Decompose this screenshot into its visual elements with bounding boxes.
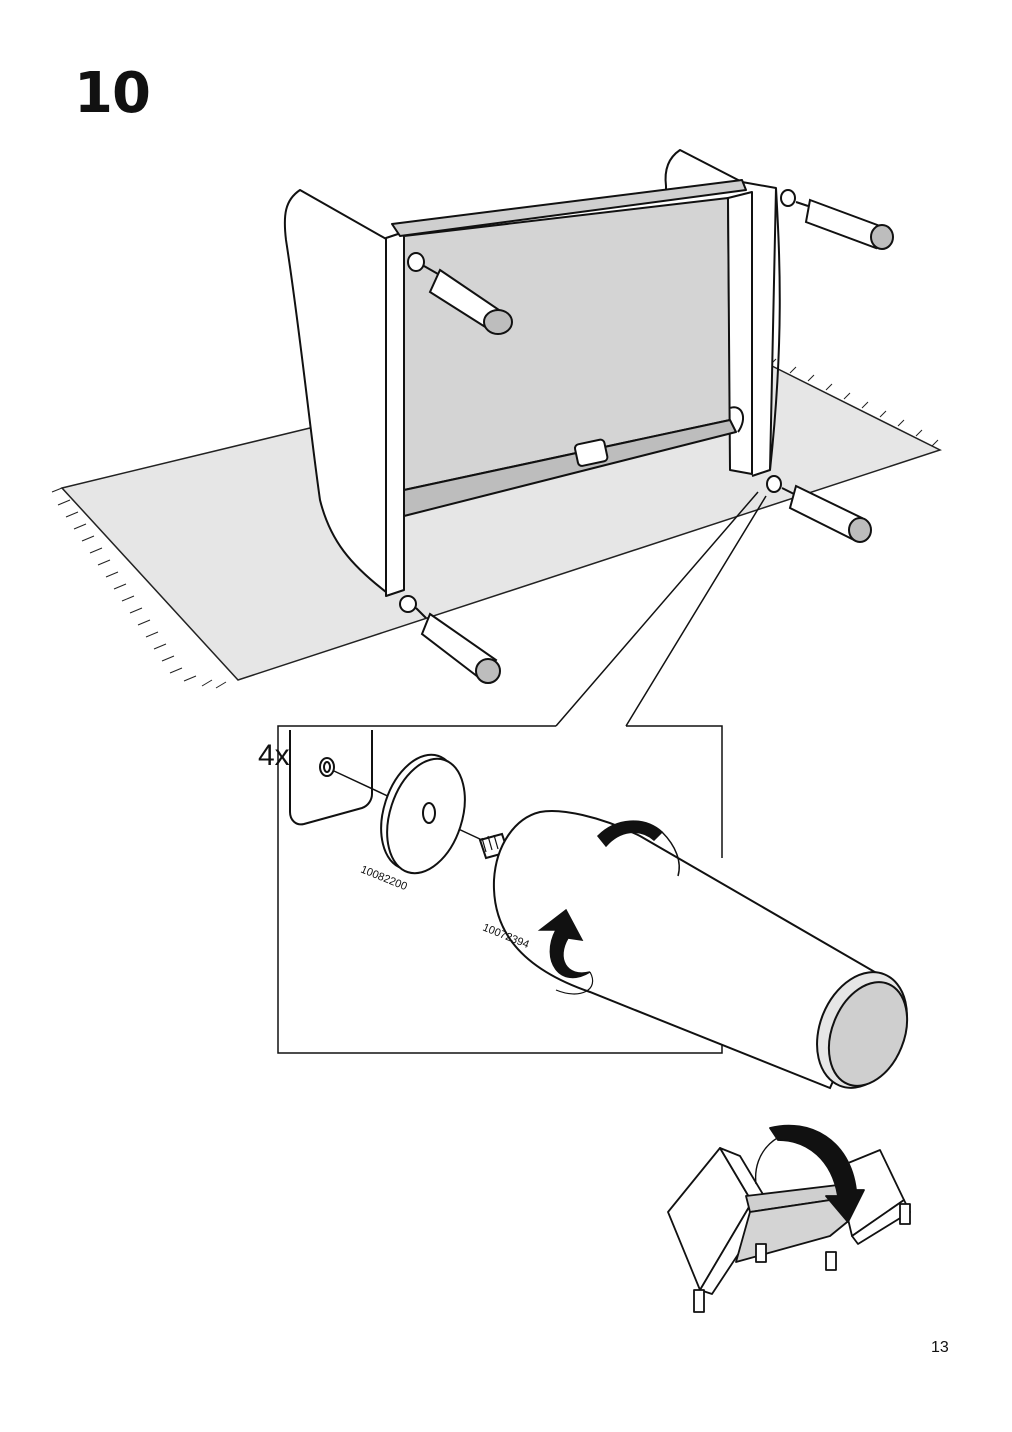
- flip-sofa-illustration: [667, 1124, 911, 1313]
- frame-corner: [289, 730, 373, 826]
- leg-bottom-left: [399, 595, 501, 684]
- step-number: 10: [74, 61, 151, 126]
- leg-detail: [478, 810, 909, 1090]
- leg-bottom-right: [766, 475, 872, 543]
- detail-box: [277, 725, 723, 1054]
- rotate-arrow-icon: [537, 820, 680, 995]
- quantity-label: 4x: [258, 739, 290, 772]
- leg-top-left: [407, 252, 513, 335]
- sofa-frame: [283, 149, 781, 597]
- page-number: 13: [931, 1339, 949, 1356]
- zoom-lines: [555, 491, 767, 727]
- leg-top-right: [780, 189, 894, 250]
- washer: [380, 753, 466, 875]
